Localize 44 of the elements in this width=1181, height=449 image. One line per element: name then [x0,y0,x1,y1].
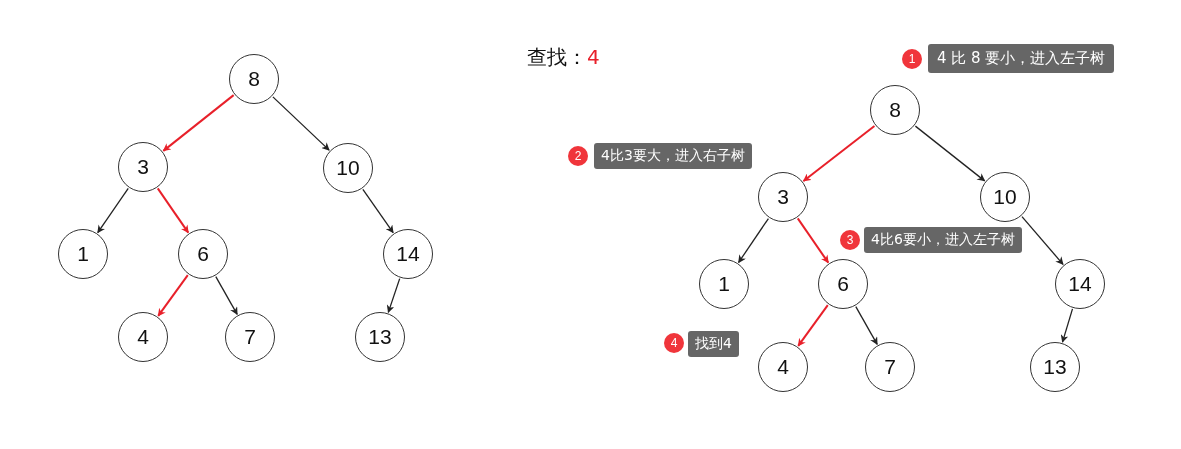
arrow [1060,308,1074,343]
tree-node: 10 [980,172,1030,222]
tree-node: 10 [323,143,373,193]
arrow [737,217,770,264]
arrow [855,305,878,346]
arrow [386,278,401,314]
tooltip-box: 4比3要大，进入右子树 [594,143,752,169]
tooltip-box: 找到4 [688,331,739,357]
arrow [796,217,830,264]
tooltip-box: 4 比 8 要小，进入左子树 [928,44,1115,73]
tree-node: 1 [58,229,108,279]
tree-node: 13 [1030,342,1080,392]
tree-node: 4 [758,342,808,392]
tree-node: 7 [225,312,275,362]
arrow [162,94,235,152]
tree-node: 6 [818,259,868,309]
step-badge: 2 [568,146,588,166]
tree-node: 14 [1055,259,1105,309]
tree-node: 6 [178,229,228,279]
tree-node: 8 [870,85,920,135]
step-badge: 3 [840,230,860,250]
arrow [215,275,238,316]
arrow [97,187,129,234]
tree-node: 4 [118,312,168,362]
step-badge: 1 [902,49,922,69]
tree-node: 7 [865,342,915,392]
arrow [272,96,330,151]
search-value: 4 [587,45,600,69]
arrow [156,187,190,234]
tree-node: 13 [355,312,405,362]
arrow [802,124,876,183]
step-badge: 4 [664,333,684,353]
arrow [797,304,829,347]
tree-node: 3 [758,172,808,222]
tooltip-box: 4比6要小，进入左子树 [864,227,1022,253]
arrow [362,188,394,234]
tree-node: 1 [699,259,749,309]
tree-node: 14 [383,229,433,279]
tree-node: 3 [118,142,168,192]
arrow [1021,216,1064,265]
tree-node: 8 [229,54,279,104]
title: 查找： [527,45,587,69]
arrow [914,125,986,182]
arrow [157,274,189,317]
